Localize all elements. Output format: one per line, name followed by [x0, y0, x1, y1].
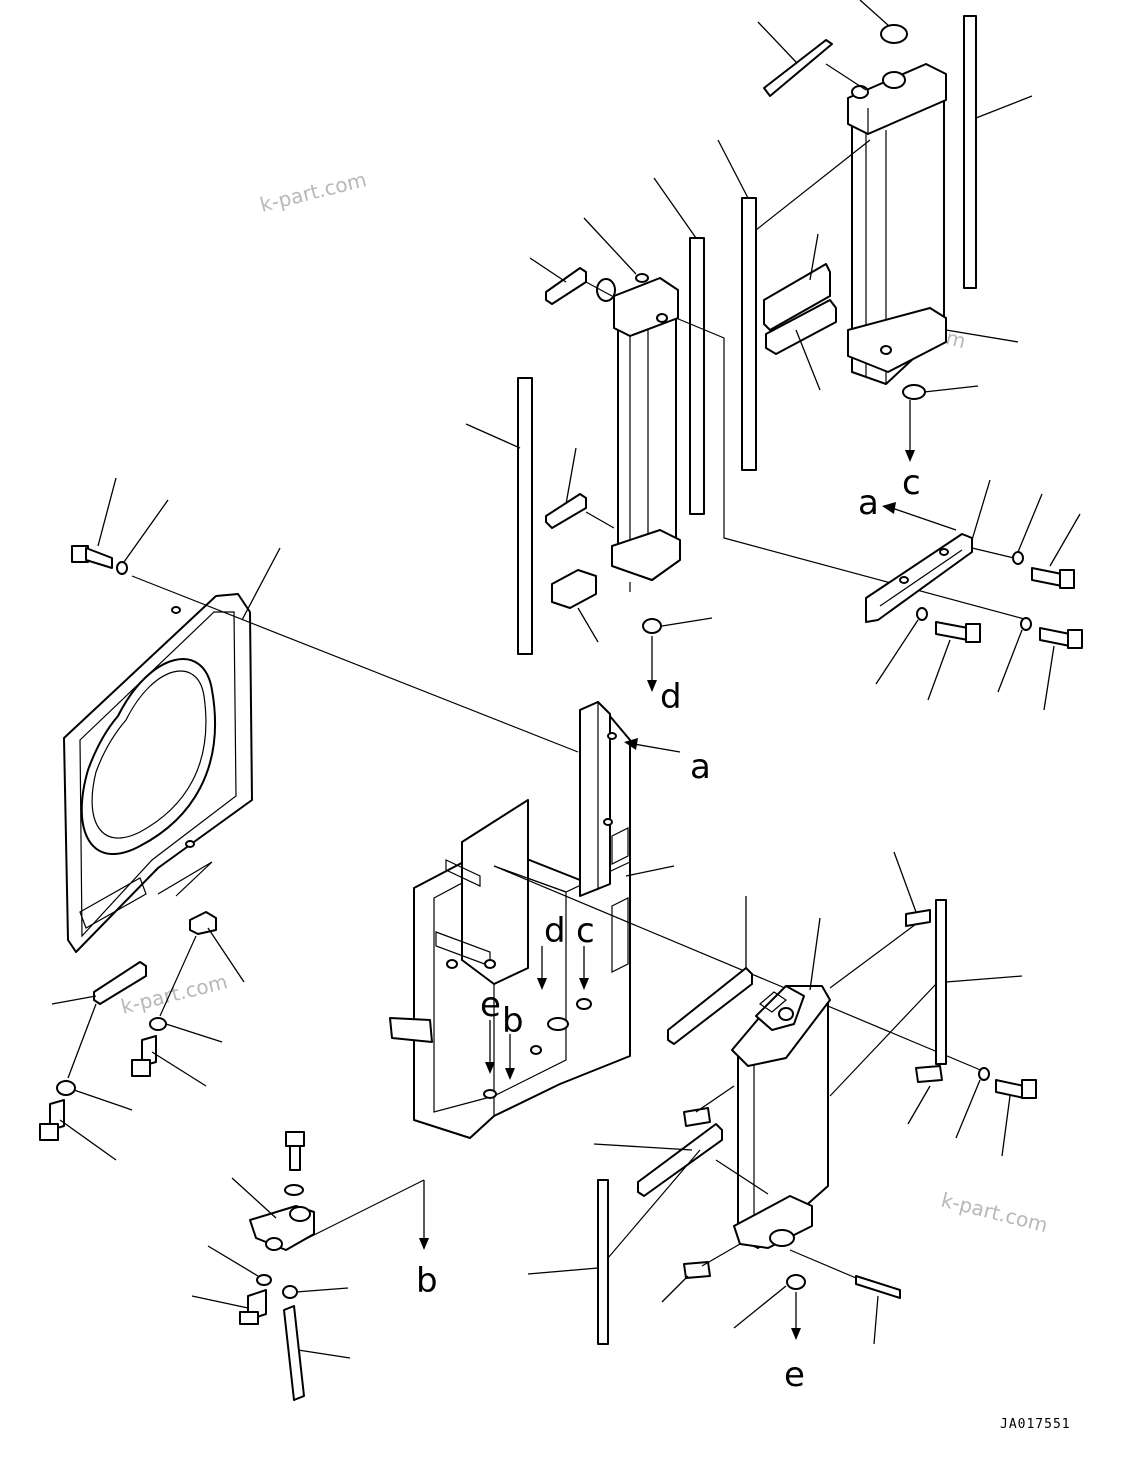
aftercooler-cushion [733, 1274, 806, 1340]
oil-cooler-core [583, 217, 681, 581]
callout-b-lower: b [416, 1261, 438, 1301]
watermark-bottom-right: k-part.com [939, 1188, 1050, 1238]
radiator-core-upper [847, 63, 947, 385]
bolt-right-mid-b [997, 617, 1083, 711]
seal-block-mid-left [545, 447, 615, 529]
drawing-code: JA017551 [1000, 1417, 1071, 1432]
drain-arrow-b [419, 1180, 429, 1250]
radiator-cushion-upper [902, 384, 979, 462]
drain-plug [191, 1289, 267, 1325]
oil-cooler-cushion [642, 617, 713, 692]
leader-core-upper [945, 329, 1019, 343]
seal-strip-vertical-bottom [527, 1149, 701, 1345]
drain-bolt [284, 1131, 305, 1196]
arrow-a-right [882, 502, 957, 531]
bolt-aftercooler [955, 1067, 1037, 1157]
seal-strip-vertical-mid [717, 139, 871, 471]
arrow-e-frame [485, 1020, 495, 1074]
arrow-b-frame [505, 1034, 515, 1080]
seal-strip-vertical-bottom-right [829, 899, 1023, 1097]
drain-o-ring [207, 1245, 272, 1286]
arrow-c-frame [579, 946, 589, 990]
seal-pad-left-a [683, 1085, 735, 1127]
seal-block-upper-left [529, 257, 613, 305]
arrow-a-frame [624, 738, 681, 753]
callout-e-frame: e [480, 985, 501, 1025]
callout-b-frame: b [502, 1001, 524, 1041]
callout-c-upper: c [902, 463, 921, 503]
drain-valve-body [231, 1177, 425, 1251]
fan-shroud [63, 547, 281, 953]
seal-strip-top [757, 21, 867, 97]
callout-d-frame: d [544, 911, 566, 951]
radiator-cap [859, 0, 908, 44]
bolt-shroud-top [71, 477, 169, 575]
seal-pad-left-b [661, 1243, 741, 1303]
watermark-top-left: k-part.com [257, 167, 368, 217]
callout-d-upper: d [660, 677, 682, 717]
drain-hose [283, 1305, 351, 1401]
seal-strip-vertical-center [653, 177, 705, 515]
seal-strip-bottom-long [667, 896, 753, 1045]
bolt-right-mid-a [875, 607, 981, 701]
bolt-right-upper [971, 493, 1081, 589]
bolt-shroud-lower-b [39, 1099, 117, 1161]
mounting-bracket-right [865, 479, 991, 623]
callout-a-frame: a [690, 747, 711, 787]
shroud-bolt-line [131, 575, 579, 753]
aftercooler-core [731, 917, 831, 1249]
washer-shroud-b [56, 1080, 133, 1111]
bolt-shroud-lower-a [131, 1035, 207, 1087]
callout-e-lower: e [784, 1355, 805, 1395]
seal-pad-upper-right [829, 851, 931, 989]
seal-strip-vertical-long [465, 377, 533, 655]
callout-a-upper: a [858, 483, 879, 523]
seal-strip-bottom-mid [593, 1123, 769, 1197]
radiator-frame [389, 701, 675, 1139]
callout-c-frame: c [576, 911, 595, 951]
seal-strip-vertical-right [963, 15, 1033, 289]
oil-cooler-bolt-line [675, 317, 1029, 621]
stud-bolt [789, 1249, 901, 1345]
washer-shroud-a [149, 935, 223, 1043]
seal-block-lower-left [551, 569, 599, 643]
arrow-d-frame [537, 946, 547, 990]
bracket-channel-upper [763, 233, 837, 391]
shroud-bracket-lower [51, 861, 245, 1079]
hose-clamp [282, 1285, 349, 1299]
seal-pad-mid-right [907, 1065, 943, 1125]
